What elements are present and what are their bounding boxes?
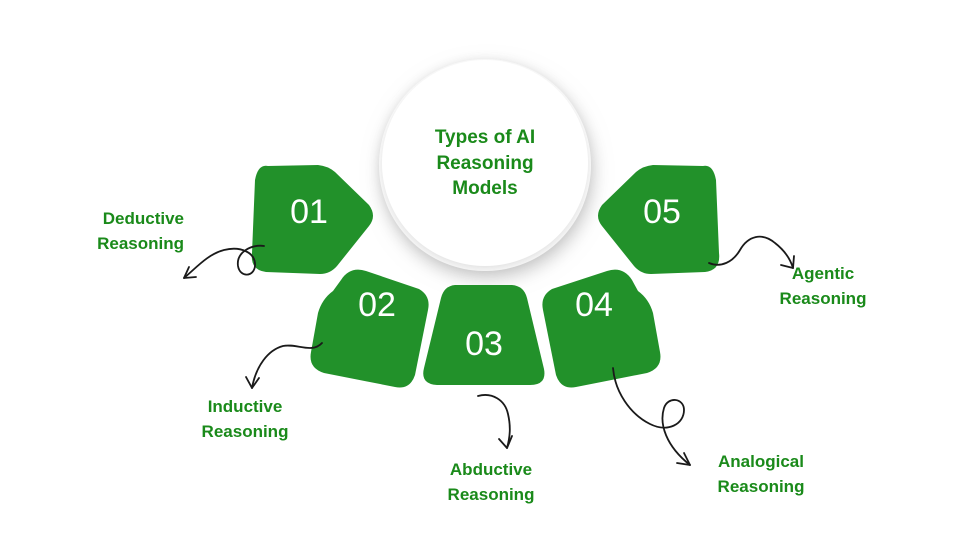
petal-02-number: 02 bbox=[358, 286, 396, 324]
petal-04[interactable]: 04 bbox=[542, 269, 661, 388]
label-inductive-line-2: Reasoning bbox=[201, 421, 289, 441]
hub-circle bbox=[379, 59, 591, 271]
arrow-agentic bbox=[708, 235, 795, 269]
label-abductive-line-2: Reasoning bbox=[447, 484, 535, 504]
petal-01[interactable]: 01 bbox=[251, 165, 373, 274]
label-agentic-reasoning: Agentic Reasoning bbox=[725, 262, 921, 311]
label-inductive-reasoning: Inductive Reasoning bbox=[150, 395, 340, 444]
petal-02[interactable]: 02 bbox=[310, 269, 429, 388]
label-deductive-line-1: Deductive bbox=[102, 209, 184, 228]
label-agentic-line-1: Agentic bbox=[791, 264, 855, 283]
label-inductive-line-1: Inductive bbox=[207, 397, 283, 416]
petal-04-number: 04 bbox=[575, 286, 613, 324]
label-deductive-reasoning: Deductive Reasoning bbox=[0, 207, 184, 256]
petal-03[interactable]: 03 bbox=[423, 285, 545, 385]
arrow-analogical bbox=[612, 367, 691, 466]
arrow-inductive bbox=[245, 342, 323, 389]
petal-05[interactable]: 05 bbox=[598, 165, 720, 274]
arrow-abductive bbox=[477, 394, 513, 449]
label-abductive-reasoning: Abductive Reasoning bbox=[396, 458, 586, 507]
label-abductive-line-1: Abductive bbox=[449, 460, 533, 479]
petal-01-number: 01 bbox=[290, 193, 328, 231]
label-agentic-line-2: Reasoning bbox=[779, 288, 867, 308]
hub-title-line-1: Types of AI bbox=[434, 127, 536, 148]
hub-title: Types of AI Reasoning Models bbox=[385, 125, 585, 202]
petal-05-number: 05 bbox=[643, 193, 681, 231]
arrow-deductive bbox=[183, 244, 265, 279]
petal-03-number: 03 bbox=[465, 325, 503, 363]
label-analogical-line-1: Analogical bbox=[718, 452, 804, 471]
label-analogical-reasoning: Analogical Reasoning bbox=[664, 450, 858, 499]
hub-title-line-3: Models bbox=[452, 178, 518, 200]
hub-title-line-2: Reasoning bbox=[436, 152, 534, 174]
label-analogical-line-2: Reasoning bbox=[717, 476, 805, 496]
label-deductive-line-2: Reasoning bbox=[97, 233, 184, 253]
